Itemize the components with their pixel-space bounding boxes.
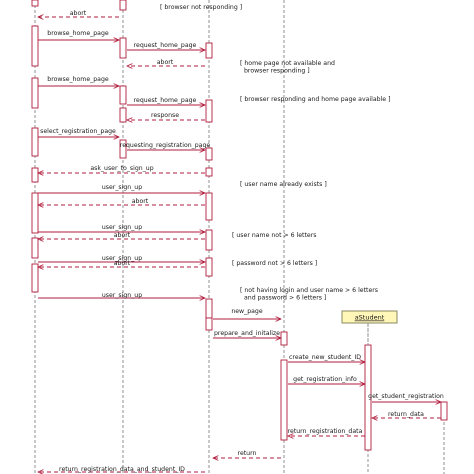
message-label-m04: abort xyxy=(157,59,174,66)
guard-condition-g6-line-1: [ password not > 6 letters ] xyxy=(232,260,317,267)
activation-bar xyxy=(119,37,127,59)
message-label-m03: request_home_page xyxy=(134,42,197,49)
activation-bar xyxy=(31,127,39,157)
message-label-m19: prepare_and_initalize xyxy=(214,330,280,337)
activation-bar xyxy=(119,0,127,11)
message-label-m09: requesting_registration_page xyxy=(120,142,211,149)
message-label-m10: ask_user_to_sign_up xyxy=(90,165,153,172)
message-label-m12: abort xyxy=(132,198,149,205)
activation-bar xyxy=(31,0,39,7)
message-label-m06: request_home_page xyxy=(134,97,197,104)
message-label-m17: user_sign_up xyxy=(102,292,142,299)
message-label-m13: user_sign_up xyxy=(102,224,142,231)
message-label-m18: new_page xyxy=(231,308,263,315)
activation-bar xyxy=(440,401,448,421)
message-label-m08: select_registration_page xyxy=(40,128,116,135)
activation-bar xyxy=(119,107,127,123)
message-label-m16: abort xyxy=(114,260,131,267)
message-label-m26: return_registration_data_and_student_ID xyxy=(59,466,185,473)
guard-condition-g2-line-2: browser responding ] xyxy=(244,68,310,75)
guard-condition-g3-line-1: [ browser responding and home page avail… xyxy=(240,96,391,103)
message-label-m01: abort xyxy=(70,10,87,17)
activation-bar xyxy=(205,167,213,177)
message-label-m22: get_student_registration xyxy=(368,393,444,400)
activation-bar xyxy=(205,298,213,319)
activation-bar xyxy=(205,192,213,221)
guard-condition-g2-line-1: [ home page not available and xyxy=(240,60,335,67)
activation-bar xyxy=(205,317,213,331)
message-label-m15: user_sign_up xyxy=(102,255,142,262)
activations-layer xyxy=(31,0,448,451)
guard-condition-g4-line-1: [ user name already exists ] xyxy=(240,181,327,188)
guard-condition-g7-line-2: and password > 6 letters ] xyxy=(244,295,326,302)
message-label-m20: create_new_student_ID xyxy=(289,354,361,361)
activation-bar xyxy=(205,229,213,251)
activation-bar xyxy=(205,147,213,161)
message-label-m23: return_data xyxy=(388,411,424,418)
activation-bar xyxy=(31,77,39,109)
object-label-astudent: aStudent xyxy=(355,314,385,322)
activation-bar xyxy=(31,263,39,293)
guard-condition-g1-line-1: [ browser not responding ] xyxy=(160,4,242,11)
guard-condition-g7-line-1: [ not having login and user name > 6 let… xyxy=(240,287,378,294)
object-box-astudent xyxy=(341,310,398,324)
objects-layer: aStudent xyxy=(341,310,398,345)
message-label-m21: get_registration_info xyxy=(293,376,357,383)
activation-bar xyxy=(119,139,127,159)
activation-bar xyxy=(280,331,288,346)
activation-bar xyxy=(31,25,39,67)
message-label-m25: return xyxy=(238,450,257,457)
activation-bar xyxy=(119,85,127,105)
activation-bar xyxy=(31,192,39,234)
guard-condition-g5-line-1: [ user name not > 6 letters xyxy=(232,232,316,239)
activation-bar xyxy=(205,42,213,59)
activation-bar xyxy=(205,99,213,123)
message-label-m02: browse_home_page xyxy=(47,30,109,37)
activation-bar xyxy=(31,167,39,183)
message-label-m07: response xyxy=(151,112,179,119)
activation-bar xyxy=(205,257,213,277)
activation-bar xyxy=(31,237,39,259)
message-label-m11: user_sign_up xyxy=(102,184,142,191)
message-label-m24: return_registration_data xyxy=(288,428,363,435)
message-label-m05: browse_home_page xyxy=(47,76,109,83)
activation-bar xyxy=(280,359,288,441)
message-label-m14: abort xyxy=(114,232,131,239)
guards-layer: [ browser not responding ] [ home page no… xyxy=(160,4,391,302)
messages-layer: abortbrowse_home_pagerequest_home_pageab… xyxy=(38,10,444,473)
